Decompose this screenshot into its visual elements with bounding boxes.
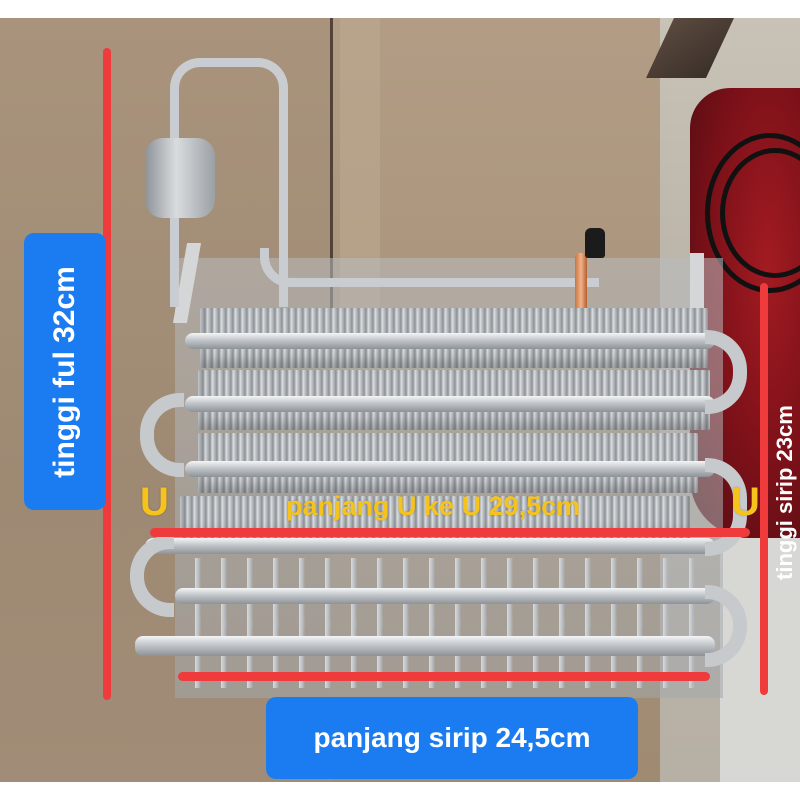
tube-row-4 [145,538,715,554]
suction-pipe [260,248,599,287]
copper-capillary [575,253,587,311]
u-marker-left: U [140,480,169,524]
full-height-measure-line [103,48,111,700]
rubber-cap [585,228,605,258]
fin-length-label: panjang sirip 24,5cm [266,697,638,779]
full-height-label: tinggi ful 32cm [24,233,106,510]
box-seam [330,18,333,318]
fin-length-measure-line [178,672,710,681]
full-height-label-text: tinggi ful 32cm [48,265,81,478]
tube-row-2 [185,396,715,412]
fin-length-label-text: panjang sirip 24,5cm [313,722,591,753]
tube-row-6 [135,636,715,656]
u-to-u-measure-line [150,528,750,537]
filter-drier [145,138,215,218]
tube-row-5 [175,588,715,604]
tube-row-1 [185,333,715,349]
product-photo [0,18,800,782]
fin-height-label: tinggi sirip 23cm [772,405,797,580]
u-marker-right: U [731,480,760,524]
black-cable [720,148,800,278]
u-to-u-length-label: panjang U ke U 29,5cm [286,491,581,521]
tube-row-3 [185,461,715,477]
fin-height-measure-line [760,283,768,695]
